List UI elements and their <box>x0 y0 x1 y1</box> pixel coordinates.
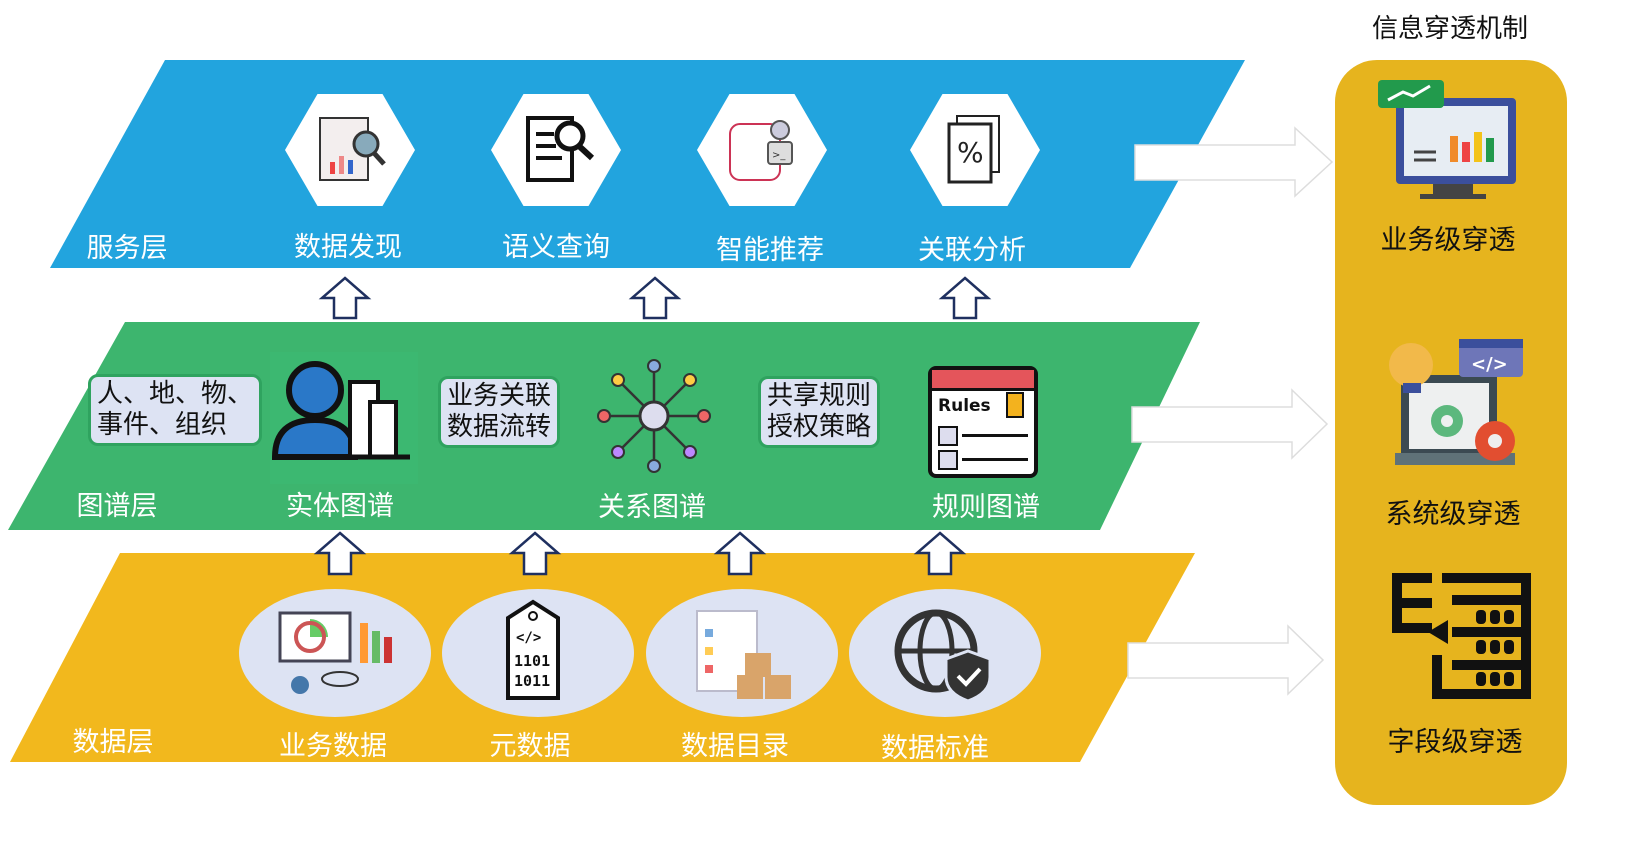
service-item-label: 语义查询 <box>502 232 610 263</box>
mechanism-item-label: 业务级穿透 <box>1380 225 1516 256</box>
up-arrow-icon <box>913 531 967 576</box>
data-item-label: 数据目录 <box>681 731 789 762</box>
data-item-label: 元数据 <box>489 731 571 762</box>
up-arrows <box>313 276 992 576</box>
up-arrow-icon <box>318 276 372 320</box>
relation-types-box: 业务关联数据流转 <box>438 376 561 448</box>
svg-text:%: % <box>957 136 984 169</box>
up-arrow-icon <box>713 531 767 576</box>
svg-text:1011: 1011 <box>514 672 550 690</box>
entity-types-box: 人、地、物、事件、组织 <box>88 374 263 446</box>
mechanism-item-label: 系统级穿透 <box>1385 499 1521 530</box>
laptop-gear-code-icon: </> <box>1389 339 1523 465</box>
analytics-dashboard-icon[interactable] <box>239 589 431 717</box>
right-arrow-icon <box>1134 126 1334 198</box>
percent-document-icon[interactable]: % <box>910 94 1040 206</box>
data-item-label: 业务数据 <box>279 731 387 762</box>
mechanism-item-label: 字段级穿透 <box>1387 727 1523 758</box>
graph-item-label: 关系图谱 <box>598 492 706 523</box>
field-table-icon <box>1392 573 1531 699</box>
right-arrow-icon <box>1131 388 1329 460</box>
svg-text:</>: </> <box>1471 354 1508 375</box>
data-item-label: 数据标准 <box>881 733 989 764</box>
data-layer-label: 数据层 <box>72 727 154 758</box>
graph-item-label: 规则图谱 <box>932 492 1040 523</box>
document-search-icon[interactable] <box>491 94 621 206</box>
service-layer-band <box>50 60 1245 268</box>
rules-checklist-icon: Rules <box>928 366 1038 478</box>
rule-types-box: 共享规则授权策略 <box>758 376 881 448</box>
graph-item-label: 实体图谱 <box>286 491 394 522</box>
up-arrow-icon <box>508 531 562 576</box>
service-item-label: 智能推荐 <box>716 235 824 266</box>
svg-text:>_: >_ <box>772 150 786 161</box>
up-arrow-icon <box>938 276 992 320</box>
person-building-icon <box>270 352 418 484</box>
service-layer-label: 服务层 <box>86 233 168 264</box>
catalog-boxes-icon[interactable] <box>646 589 838 717</box>
right-arrow-icon <box>1127 624 1325 696</box>
mechanism-title: 信息穿透机制 <box>1371 14 1529 44</box>
up-arrow-icon <box>313 531 367 576</box>
binary-tag-icon[interactable]: </> 1101 1011 <box>442 589 634 717</box>
right-arrows <box>1127 126 1334 696</box>
svg-text:1101: 1101 <box>514 652 550 670</box>
up-arrow-icon <box>628 276 682 320</box>
graph-layer-label: 图谱层 <box>76 491 158 522</box>
svg-text:</>: </> <box>516 630 541 646</box>
network-hub-icon <box>597 359 711 473</box>
service-item-label: 关联分析 <box>918 235 1026 266</box>
robot-icon[interactable]: >_ <box>697 94 827 206</box>
service-item-label: 数据发现 <box>294 232 402 263</box>
monitor-chart-icon <box>1378 80 1516 199</box>
globe-shield-icon[interactable] <box>849 589 1041 717</box>
